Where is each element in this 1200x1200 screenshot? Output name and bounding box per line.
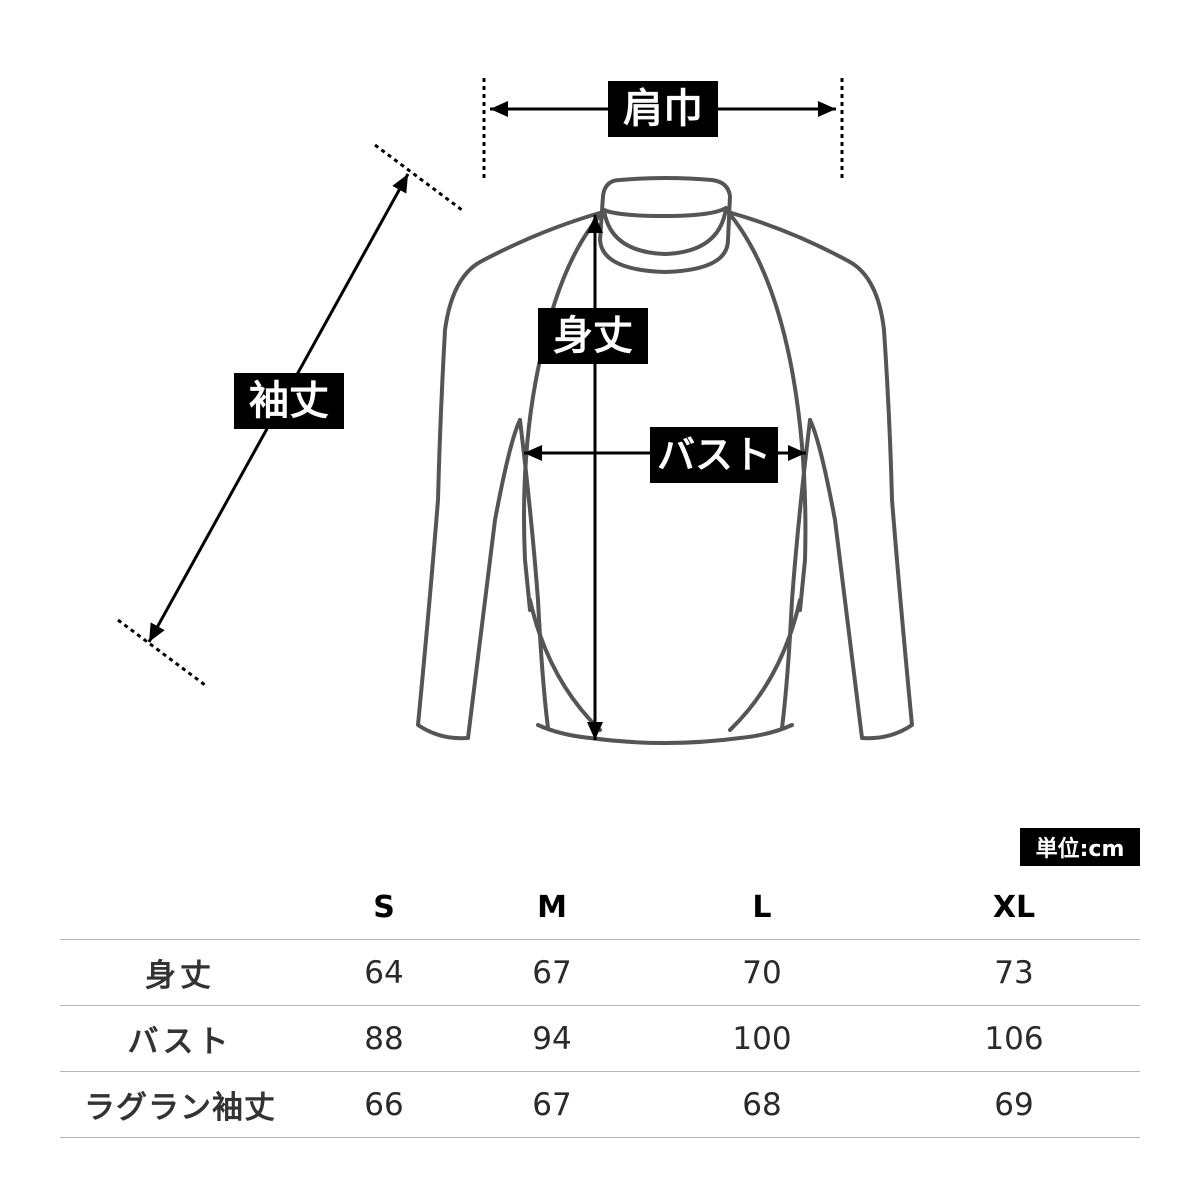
sleeve-tag: 袖丈	[234, 373, 344, 429]
size-header: S	[373, 889, 395, 925]
raglan-seam-left	[522, 210, 605, 612]
table-cell: 94	[532, 1020, 572, 1057]
table-cell: 100	[732, 1020, 792, 1057]
table-row: ラグラン袖丈 66 67 68 69	[60, 1071, 1140, 1138]
table-cell: 67	[532, 1086, 572, 1123]
table-cell: 106	[984, 1020, 1044, 1057]
empty-header-cell	[60, 875, 300, 940]
panel-curve-right	[728, 598, 802, 732]
size-header-row: S M L XL	[60, 875, 1140, 940]
collar-outer	[598, 176, 732, 274]
unit-badge: 単位:cm	[1020, 828, 1140, 866]
table-cell: 66	[364, 1086, 404, 1123]
size-table: S M L XL 身丈 64 67 70 73 バスト 88 94 100 10…	[60, 875, 1140, 1138]
size-header: M	[537, 889, 567, 925]
garment-diagram	[117, 78, 914, 745]
table-cell: 73	[994, 954, 1034, 991]
table-cell: 68	[742, 1086, 782, 1123]
table-row: バスト 88 94 100 106	[60, 1005, 1140, 1072]
body-length-tag: 身丈	[538, 308, 648, 364]
sleeve-right	[726, 210, 914, 741]
raglan-seam-right	[726, 210, 808, 612]
row-label: バスト	[127, 1024, 233, 1060]
row-label: ラグラン袖丈	[84, 1090, 276, 1126]
row-label: 身丈	[145, 958, 215, 994]
side-panel-right	[780, 418, 812, 730]
side-panel-left	[518, 418, 550, 730]
size-header: L	[752, 889, 772, 925]
table-cell: 64	[364, 954, 404, 991]
hem	[536, 723, 794, 745]
shirt-outline	[416, 176, 914, 745]
table-cell: 69	[994, 1086, 1034, 1123]
sleeve-left	[416, 210, 605, 741]
collar-inner	[602, 206, 728, 256]
shoulder-tag: 肩巾	[608, 81, 718, 137]
table-cell: 88	[364, 1020, 404, 1057]
table-row: 身丈 64 67 70 73	[60, 939, 1140, 1006]
bust-tag: バスト	[650, 427, 778, 483]
table-cell: 70	[742, 954, 782, 991]
table-cell: 67	[532, 954, 572, 991]
size-header: XL	[992, 889, 1036, 925]
